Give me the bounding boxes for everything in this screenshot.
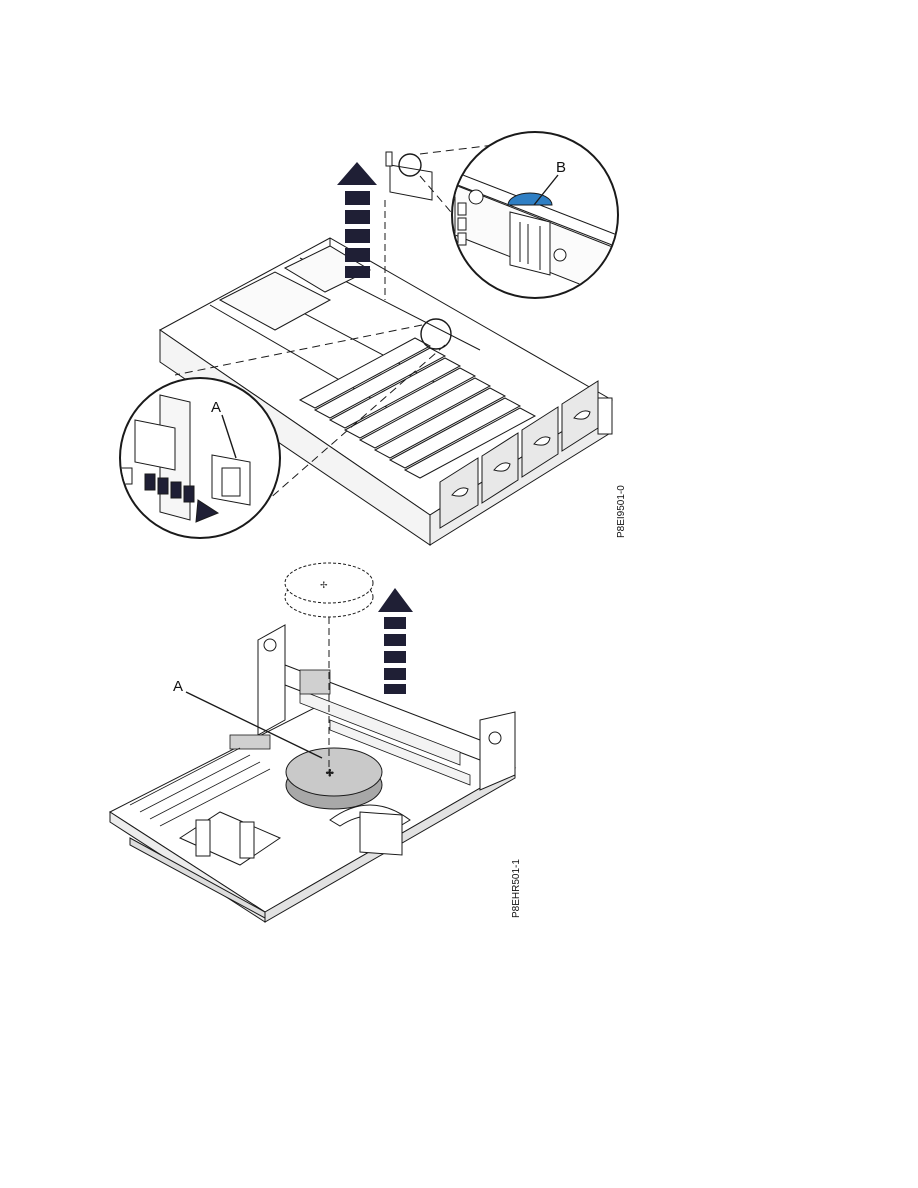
lift-arrow-bottom (378, 588, 413, 694)
magnifier-a: A (120, 378, 280, 538)
figure-code-top: P8EI9501-0 (616, 485, 627, 538)
svg-text:✢: ✢ (326, 769, 334, 779)
magnifier-b: B (450, 132, 630, 300)
riser-bracket (386, 152, 432, 200)
figure-code-bottom: P8EHR501-1 (511, 859, 522, 918)
callout-a-label-bottom: A (173, 678, 183, 695)
callout-a-label-top: A (211, 399, 221, 416)
battery-removed-ghost: ✢ (285, 563, 373, 617)
svg-text:✢: ✢ (320, 581, 328, 591)
battery-in-socket: ✢ (286, 748, 382, 809)
callout-b-label: B (556, 159, 566, 176)
